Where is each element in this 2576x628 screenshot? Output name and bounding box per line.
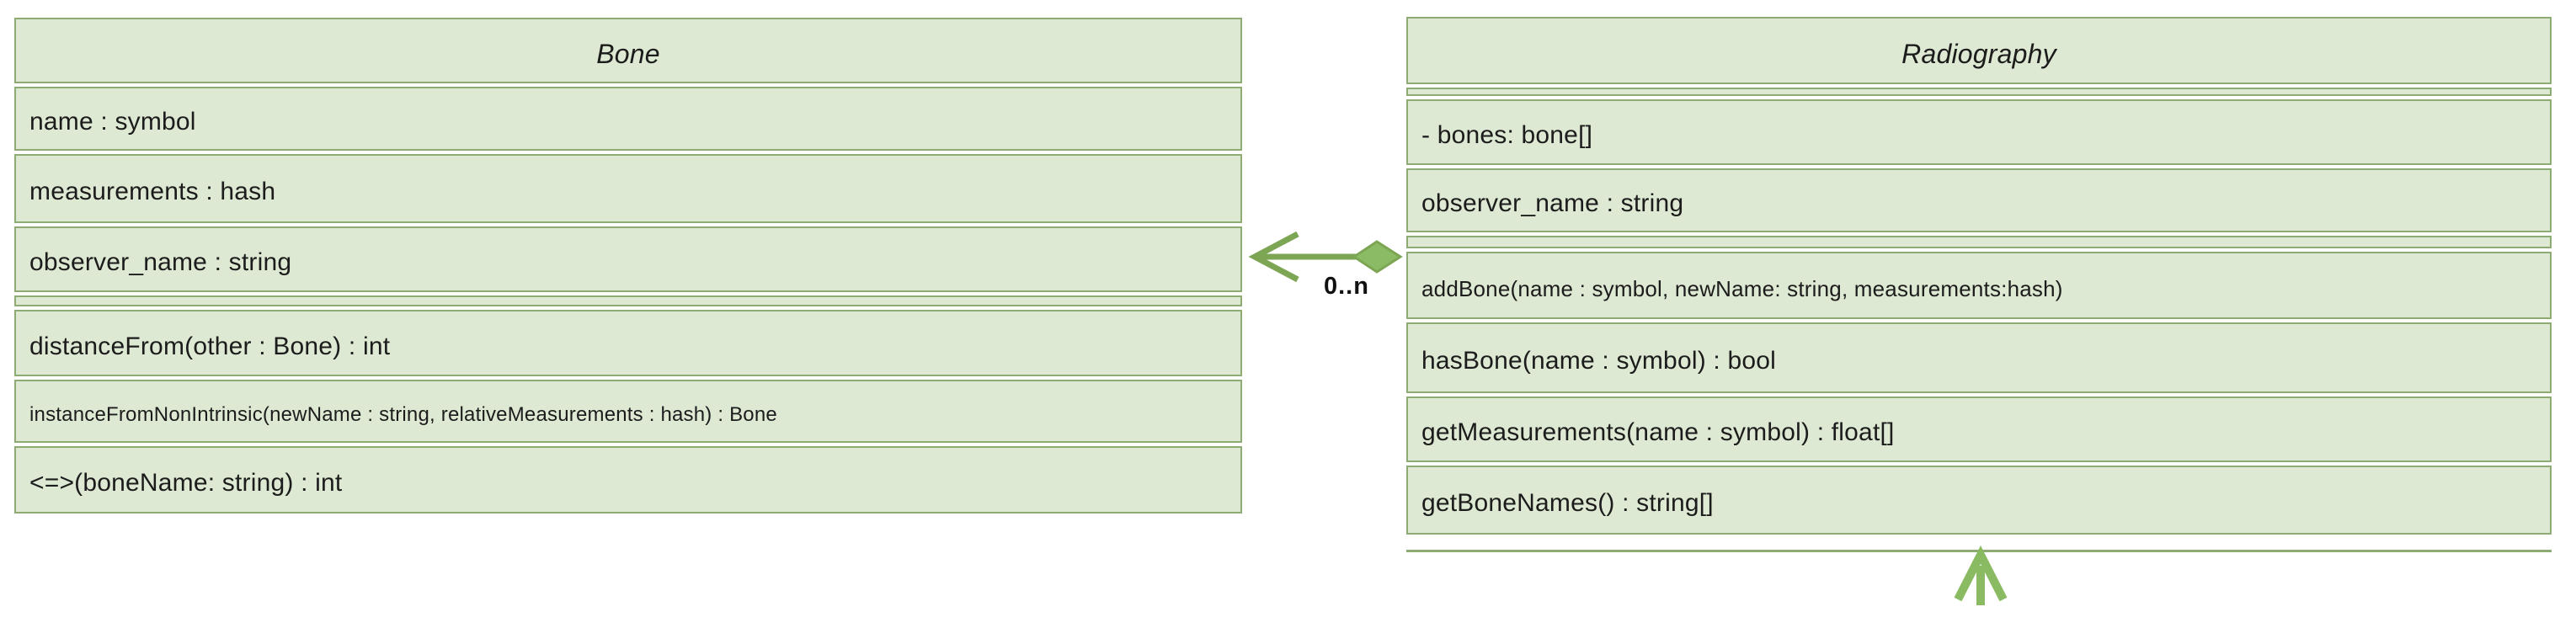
compartment-separator [1406,236,2552,248]
uml-class-radiography: Radiography - bones: bone[] observer_nam… [1406,17,2552,552]
upward-arrowhead [1954,545,2008,602]
method-row: hasBone(name : symbol) : bool [1406,322,2552,393]
method-row: getBoneNames() : string[] [1406,466,2552,535]
class-title-bone: Bone [14,18,1242,83]
attribute-row: measurements : hash [14,154,1242,223]
attribute-row: name : symbol [14,87,1242,151]
attribute-row: observer_name : string [1406,168,2552,232]
method-row: instanceFromNonIntrinsic(newName : strin… [14,380,1242,443]
attribute-row: observer_name : string [14,226,1242,292]
aggregation-diamond-icon [1352,240,1403,274]
class-bottom-edge [1406,550,2552,552]
open-arrowhead-icon [1248,231,1299,283]
compartment-separator [1406,88,2552,96]
attribute-row: - bones: bone[] [1406,99,2552,165]
uml-class-bone: Bone name : symbol measurements : hash o… [14,18,1242,514]
upward-arrow-icon [1954,545,2008,605]
class-title-radiography: Radiography [1406,17,2552,84]
method-row: <=>(boneName: string) : int [14,446,1242,514]
compartment-separator [14,295,1242,306]
multiplicity-label: 0..n [1324,273,1369,300]
method-row: distanceFrom(other : Bone) : int [14,310,1242,376]
method-row: addBone(name : symbol, newName: string, … [1406,252,2552,319]
method-row: getMeasurements(name : symbol) : float[] [1406,396,2552,462]
